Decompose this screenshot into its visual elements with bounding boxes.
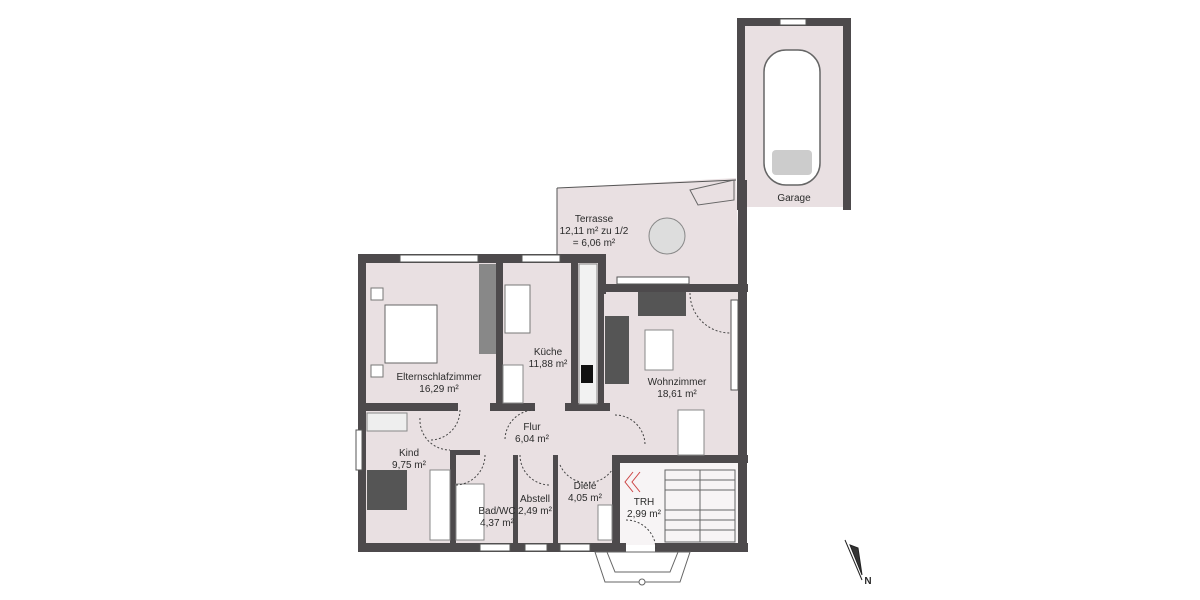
nightstand	[370, 364, 384, 378]
room-name: TRH	[633, 497, 655, 508]
bathtub	[455, 483, 485, 541]
coffee-table	[644, 329, 674, 371]
room-name: Garage	[777, 193, 811, 204]
shoe-cabinet	[597, 504, 613, 541]
armchair-sofa	[638, 292, 686, 316]
room-name: Bad/WC	[478, 506, 516, 517]
room-name: Abstell	[519, 494, 550, 505]
nightstand	[370, 287, 384, 301]
room-area: 16,29 m²	[419, 384, 459, 395]
room-label-flur: Flur 6,04 m²	[515, 422, 549, 446]
room-label-eltern: Elternschlafzimmer 16,29 m²	[396, 372, 481, 396]
room-name: Küche	[533, 347, 563, 358]
room-name: Elternschlafzimmer	[396, 372, 482, 383]
room-name: Diele	[573, 481, 597, 492]
child-bed	[367, 470, 407, 510]
north-label: N	[864, 576, 872, 587]
room-area: 4,05 m²	[568, 493, 602, 504]
stove	[581, 365, 593, 383]
room-area: 11,88 m²	[528, 359, 568, 370]
room-area: 6,04 m²	[515, 434, 549, 445]
stair-direction-icon	[624, 471, 641, 493]
room-area: 2,49 m²	[518, 506, 552, 517]
room-area: 9,75 m²	[392, 460, 426, 471]
room-label-terrasse: Terrasse 12,11 m² zu 1/2 = 6,06 m²	[560, 214, 629, 250]
door-swings	[419, 292, 731, 551]
fridge	[502, 364, 524, 404]
room-area: 2,99 m²	[627, 509, 661, 520]
room-name: Terrasse	[574, 214, 614, 225]
room-label-trh: TRH 2,99 m²	[627, 497, 661, 521]
wardrobe	[479, 264, 496, 354]
room-name: Flur	[523, 422, 541, 433]
room-area: 18,61 m²	[657, 389, 697, 400]
room-name: Kind	[398, 448, 419, 459]
dining-table	[504, 284, 531, 334]
room-name: Wohnzimmer	[647, 377, 707, 388]
garage-gate	[689, 179, 735, 206]
room-label-bad: Bad/WC 4,37 m²	[478, 506, 515, 530]
room-label-garage: Garage	[777, 193, 810, 205]
living-dining-table	[677, 409, 705, 456]
room-area-half: = 6,06 m²	[572, 238, 616, 249]
room-label-kind: Kind 9,75 m²	[392, 448, 426, 472]
room-label-wohn: Wohnzimmer 18,61 m²	[648, 377, 707, 401]
car-windshield	[772, 150, 812, 175]
furniture	[366, 49, 821, 541]
desk	[366, 412, 408, 432]
room-label-abstell: Abstell 2,49 m²	[518, 494, 552, 518]
child-cabinet	[429, 469, 451, 541]
bed	[384, 304, 438, 364]
room-label-kueche: Küche 11,88 m²	[529, 347, 568, 371]
windows	[355, 18, 807, 552]
entrance-steps	[594, 551, 691, 586]
room-area: 12,11 m² zu 1/2	[559, 226, 629, 237]
stair-hall-floor	[615, 460, 740, 545]
terrace-edge	[556, 179, 737, 189]
north-arrow-icon	[844, 539, 863, 581]
terrace-table	[648, 217, 686, 255]
room-area: 4,37 m²	[480, 518, 514, 529]
room-label-diele: Diele 4,05 m²	[568, 481, 602, 505]
staircase	[664, 469, 736, 543]
sofa	[605, 316, 629, 384]
